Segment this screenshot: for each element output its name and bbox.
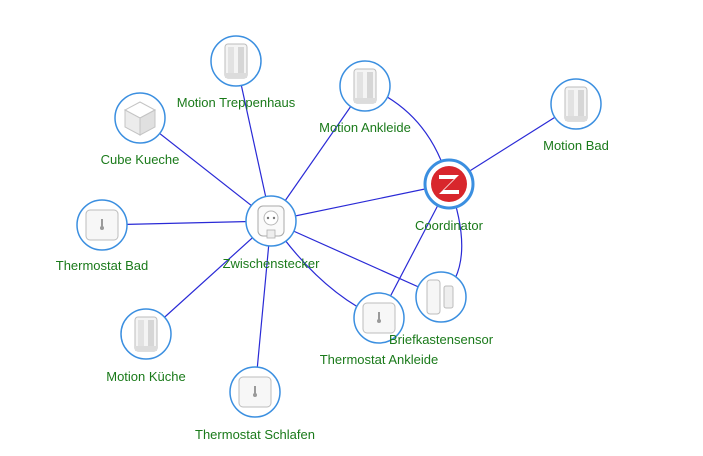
node-label-motion-treppenhaus: Motion Treppenhaus	[177, 95, 296, 110]
edge-zwischenstecker-thermostat-bad	[101, 220, 272, 226]
motion-sensor-icon	[564, 86, 588, 122]
edge-zwischenstecker-thermostat-schlafen	[254, 220, 272, 393]
thermostat-sensor-icon	[85, 209, 119, 241]
node-zwischenstecker[interactable]	[245, 195, 297, 247]
node-briefkastensensor-ring	[415, 271, 467, 323]
node-thermostat-bad[interactable]	[76, 199, 128, 251]
edges-layer	[101, 60, 577, 393]
cube-controller-icon	[123, 101, 157, 136]
edge-zwischenstecker-briefkastensensor	[270, 220, 442, 298]
labels-layer: Zwischenstecker Motion TreppenhausMotion …	[56, 95, 609, 442]
edge-zwischenstecker-cube-kueche	[139, 117, 272, 222]
node-motion-kueche[interactable]	[120, 308, 172, 360]
edge-zwischenstecker-motion-kueche	[145, 220, 272, 335]
nodes-layer	[76, 35, 602, 418]
edge-zwischenstecker-coordinator	[270, 183, 450, 222]
node-cube-kueche[interactable]	[114, 92, 166, 144]
node-briefkastensensor[interactable]	[415, 271, 467, 323]
node-thermostat-schlafen[interactable]	[229, 366, 281, 418]
node-label-thermostat-bad: Thermostat Bad	[56, 258, 149, 273]
edge-zwischenstecker-motion-treppenhaus	[235, 60, 272, 222]
smart-plug-icon	[257, 205, 285, 239]
node-label-motion-bad: Motion Bad	[543, 138, 609, 153]
zigbee-logo-icon	[431, 166, 467, 202]
node-label-thermostat-schlafen: Thermostat Schlafen	[195, 427, 315, 442]
motion-sensor-icon	[134, 316, 158, 352]
node-label-thermostat-ankleide: Thermostat Ankleide	[320, 352, 439, 367]
motion-sensor-icon	[353, 68, 377, 104]
motion-sensor-icon	[224, 43, 248, 79]
node-label-motion-kueche: Motion Küche	[106, 369, 186, 384]
node-label-coordinator: Coordinator	[415, 218, 484, 233]
thermostat-sensor-icon	[238, 376, 272, 408]
node-motion-ankleide[interactable]	[339, 60, 391, 112]
node-label-briefkastensensor: Briefkastensensor	[389, 332, 494, 347]
door-sensor-icon	[426, 279, 454, 315]
node-motion-treppenhaus[interactable]	[210, 35, 262, 87]
node-motion-bad[interactable]	[550, 78, 602, 130]
node-thermostat-ankleide[interactable]	[353, 292, 405, 344]
thermostat-sensor-icon	[362, 302, 396, 334]
node-label-zwischenstecker: Zwischenstecker	[223, 256, 320, 271]
node-coordinator[interactable]	[423, 158, 475, 210]
edge-zwischenstecker-motion-ankleide	[270, 85, 366, 222]
node-label-motion-ankleide: Motion Ankleide	[319, 120, 411, 135]
node-label-cube-kueche: Cube Kueche	[101, 152, 180, 167]
